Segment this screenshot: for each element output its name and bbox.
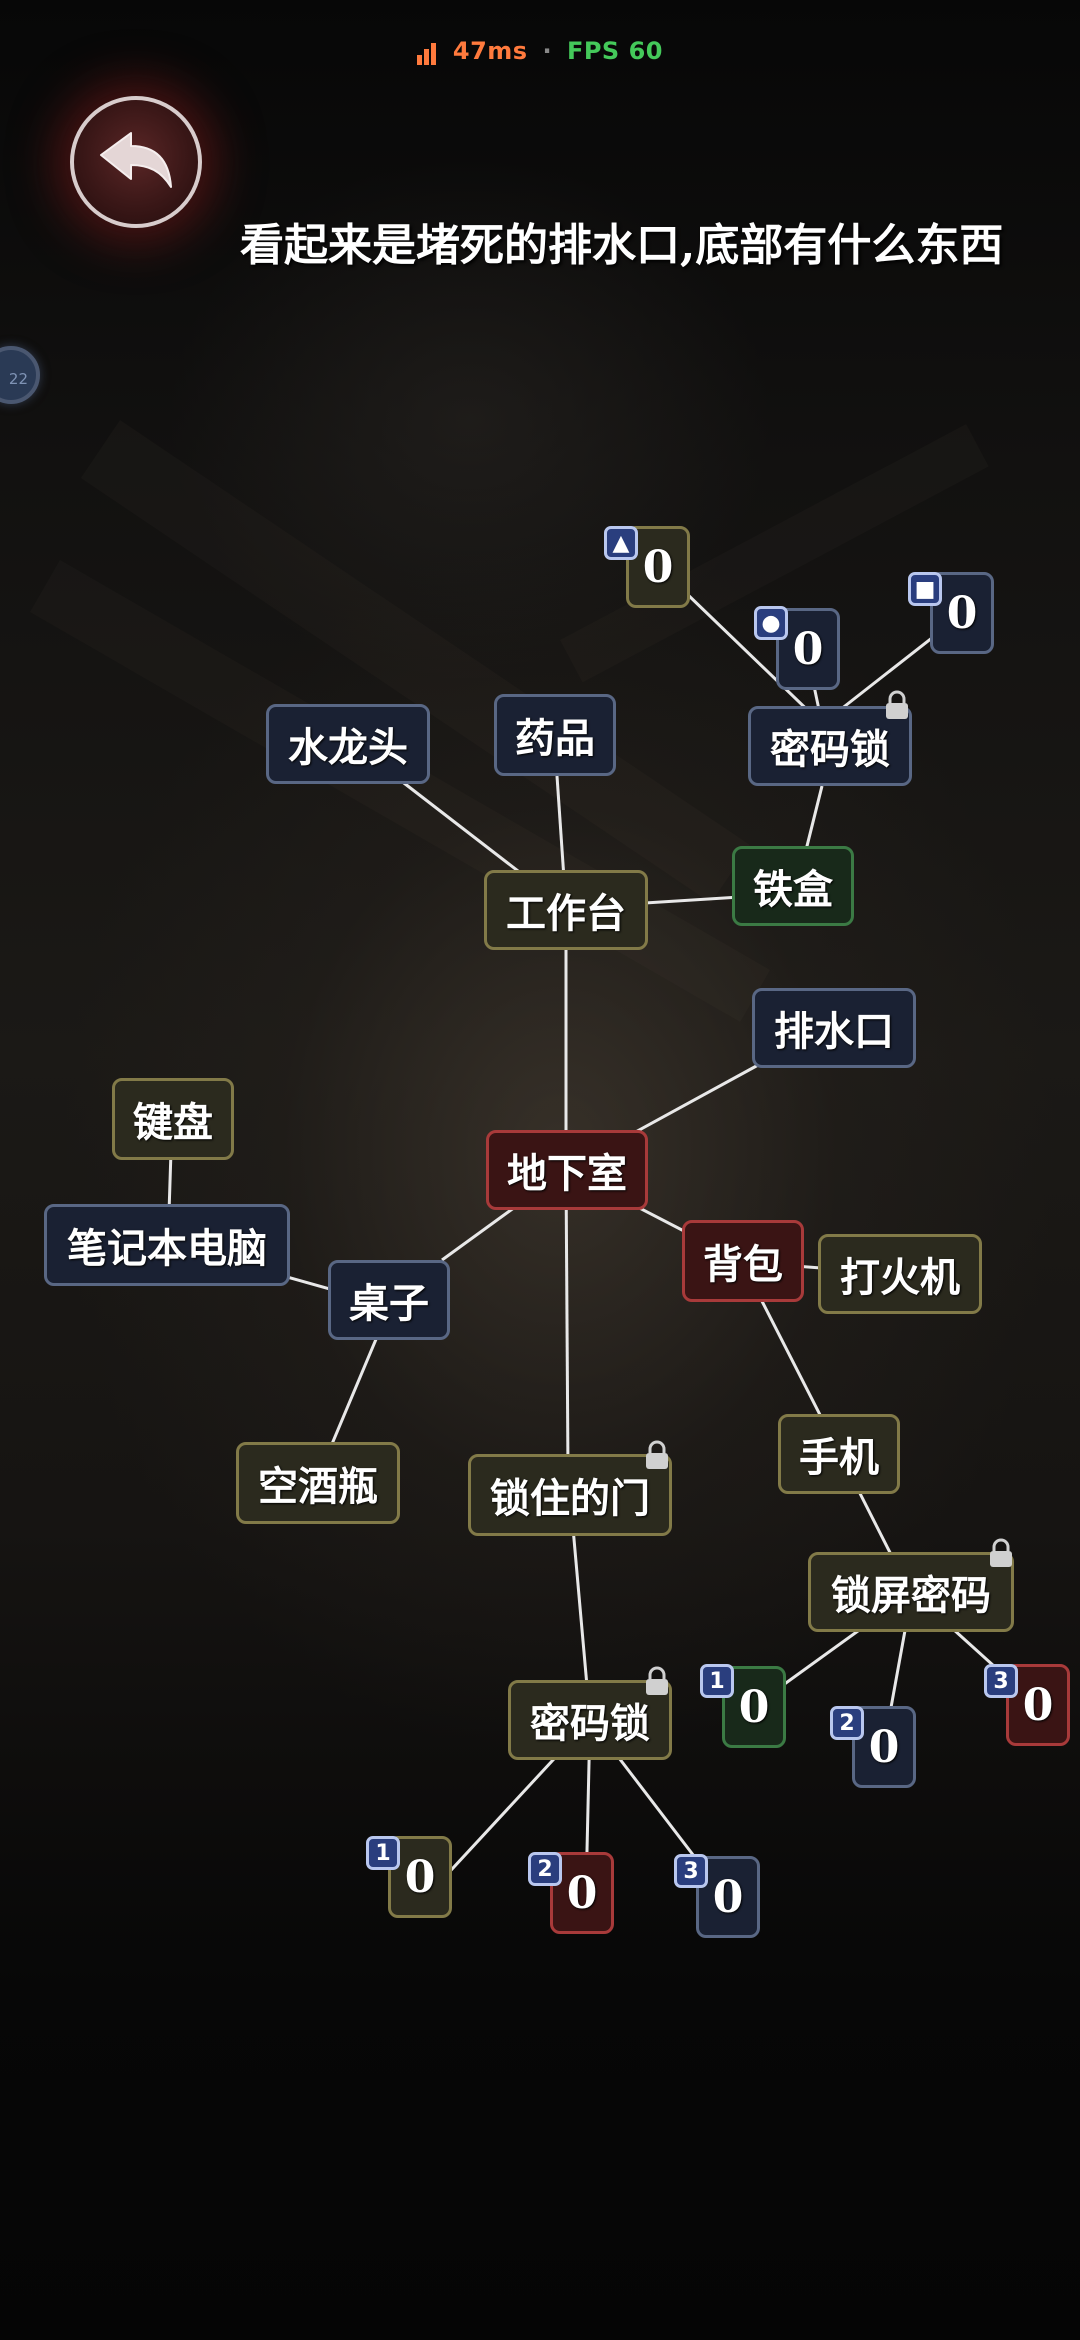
undo-arrow-icon — [100, 132, 172, 188]
square-badge: ■ — [908, 572, 942, 606]
node-backpack[interactable]: 背包 — [682, 1220, 804, 1302]
node-basement[interactable]: 地下室 — [486, 1130, 648, 1210]
hint-text: 看起来是堵死的排水口,底部有什么东西 — [240, 220, 1004, 271]
node-workbench[interactable]: 工作台 — [484, 870, 648, 950]
node-code-lock-top[interactable]: 密码锁 — [748, 706, 912, 786]
node-iron-box[interactable]: 铁盒 — [732, 846, 854, 926]
lock-icon — [990, 1538, 1012, 1567]
index-badge: 3 — [984, 1664, 1018, 1698]
link-line — [564, 1169, 570, 1473]
node-phone[interactable]: 手机 — [778, 1414, 900, 1494]
node-medicine[interactable]: 药品 — [494, 694, 616, 776]
lock-icon — [646, 1666, 668, 1695]
node-drain[interactable]: 排水口 — [752, 988, 916, 1068]
triangle-badge: ▲ — [604, 526, 638, 560]
node-code-lock-door[interactable]: 密码锁 — [508, 1680, 672, 1760]
ping-value: 47ms — [452, 37, 528, 65]
node-laptop[interactable]: 笔记本电脑 — [44, 1204, 290, 1286]
lock-icon — [886, 690, 908, 719]
index-badge: 1 — [366, 1836, 400, 1870]
side-badge[interactable]: 22 — [0, 346, 40, 404]
digit-cell-2[interactable]: 0 — [852, 1706, 916, 1788]
status-separator: · — [542, 37, 553, 65]
node-lockscreen-password[interactable]: 锁屏密码 — [808, 1552, 1014, 1632]
index-badge: 1 — [700, 1664, 734, 1698]
node-faucet[interactable]: 水龙头 — [266, 704, 430, 784]
signal-bars-icon — [417, 37, 438, 65]
node-empty-bottle[interactable]: 空酒瓶 — [236, 1442, 400, 1524]
node-desk[interactable]: 桌子 — [328, 1260, 450, 1340]
lock-icon — [646, 1440, 668, 1469]
network-status-bar: 47ms · FPS 60 — [0, 36, 1080, 65]
back-button[interactable] — [70, 96, 202, 228]
index-badge: 2 — [830, 1706, 864, 1740]
link-line — [804, 785, 824, 851]
fps-value: FPS 60 — [566, 37, 663, 65]
node-locked-door[interactable]: 锁住的门 — [468, 1454, 672, 1536]
digit-cell-square[interactable]: 0 — [930, 572, 994, 654]
index-badge: 3 — [674, 1854, 708, 1888]
index-badge: 2 — [528, 1852, 562, 1886]
circle-badge: ● — [754, 606, 788, 640]
node-lighter[interactable]: 打火机 — [818, 1234, 982, 1314]
node-keyboard[interactable]: 键盘 — [112, 1078, 234, 1160]
